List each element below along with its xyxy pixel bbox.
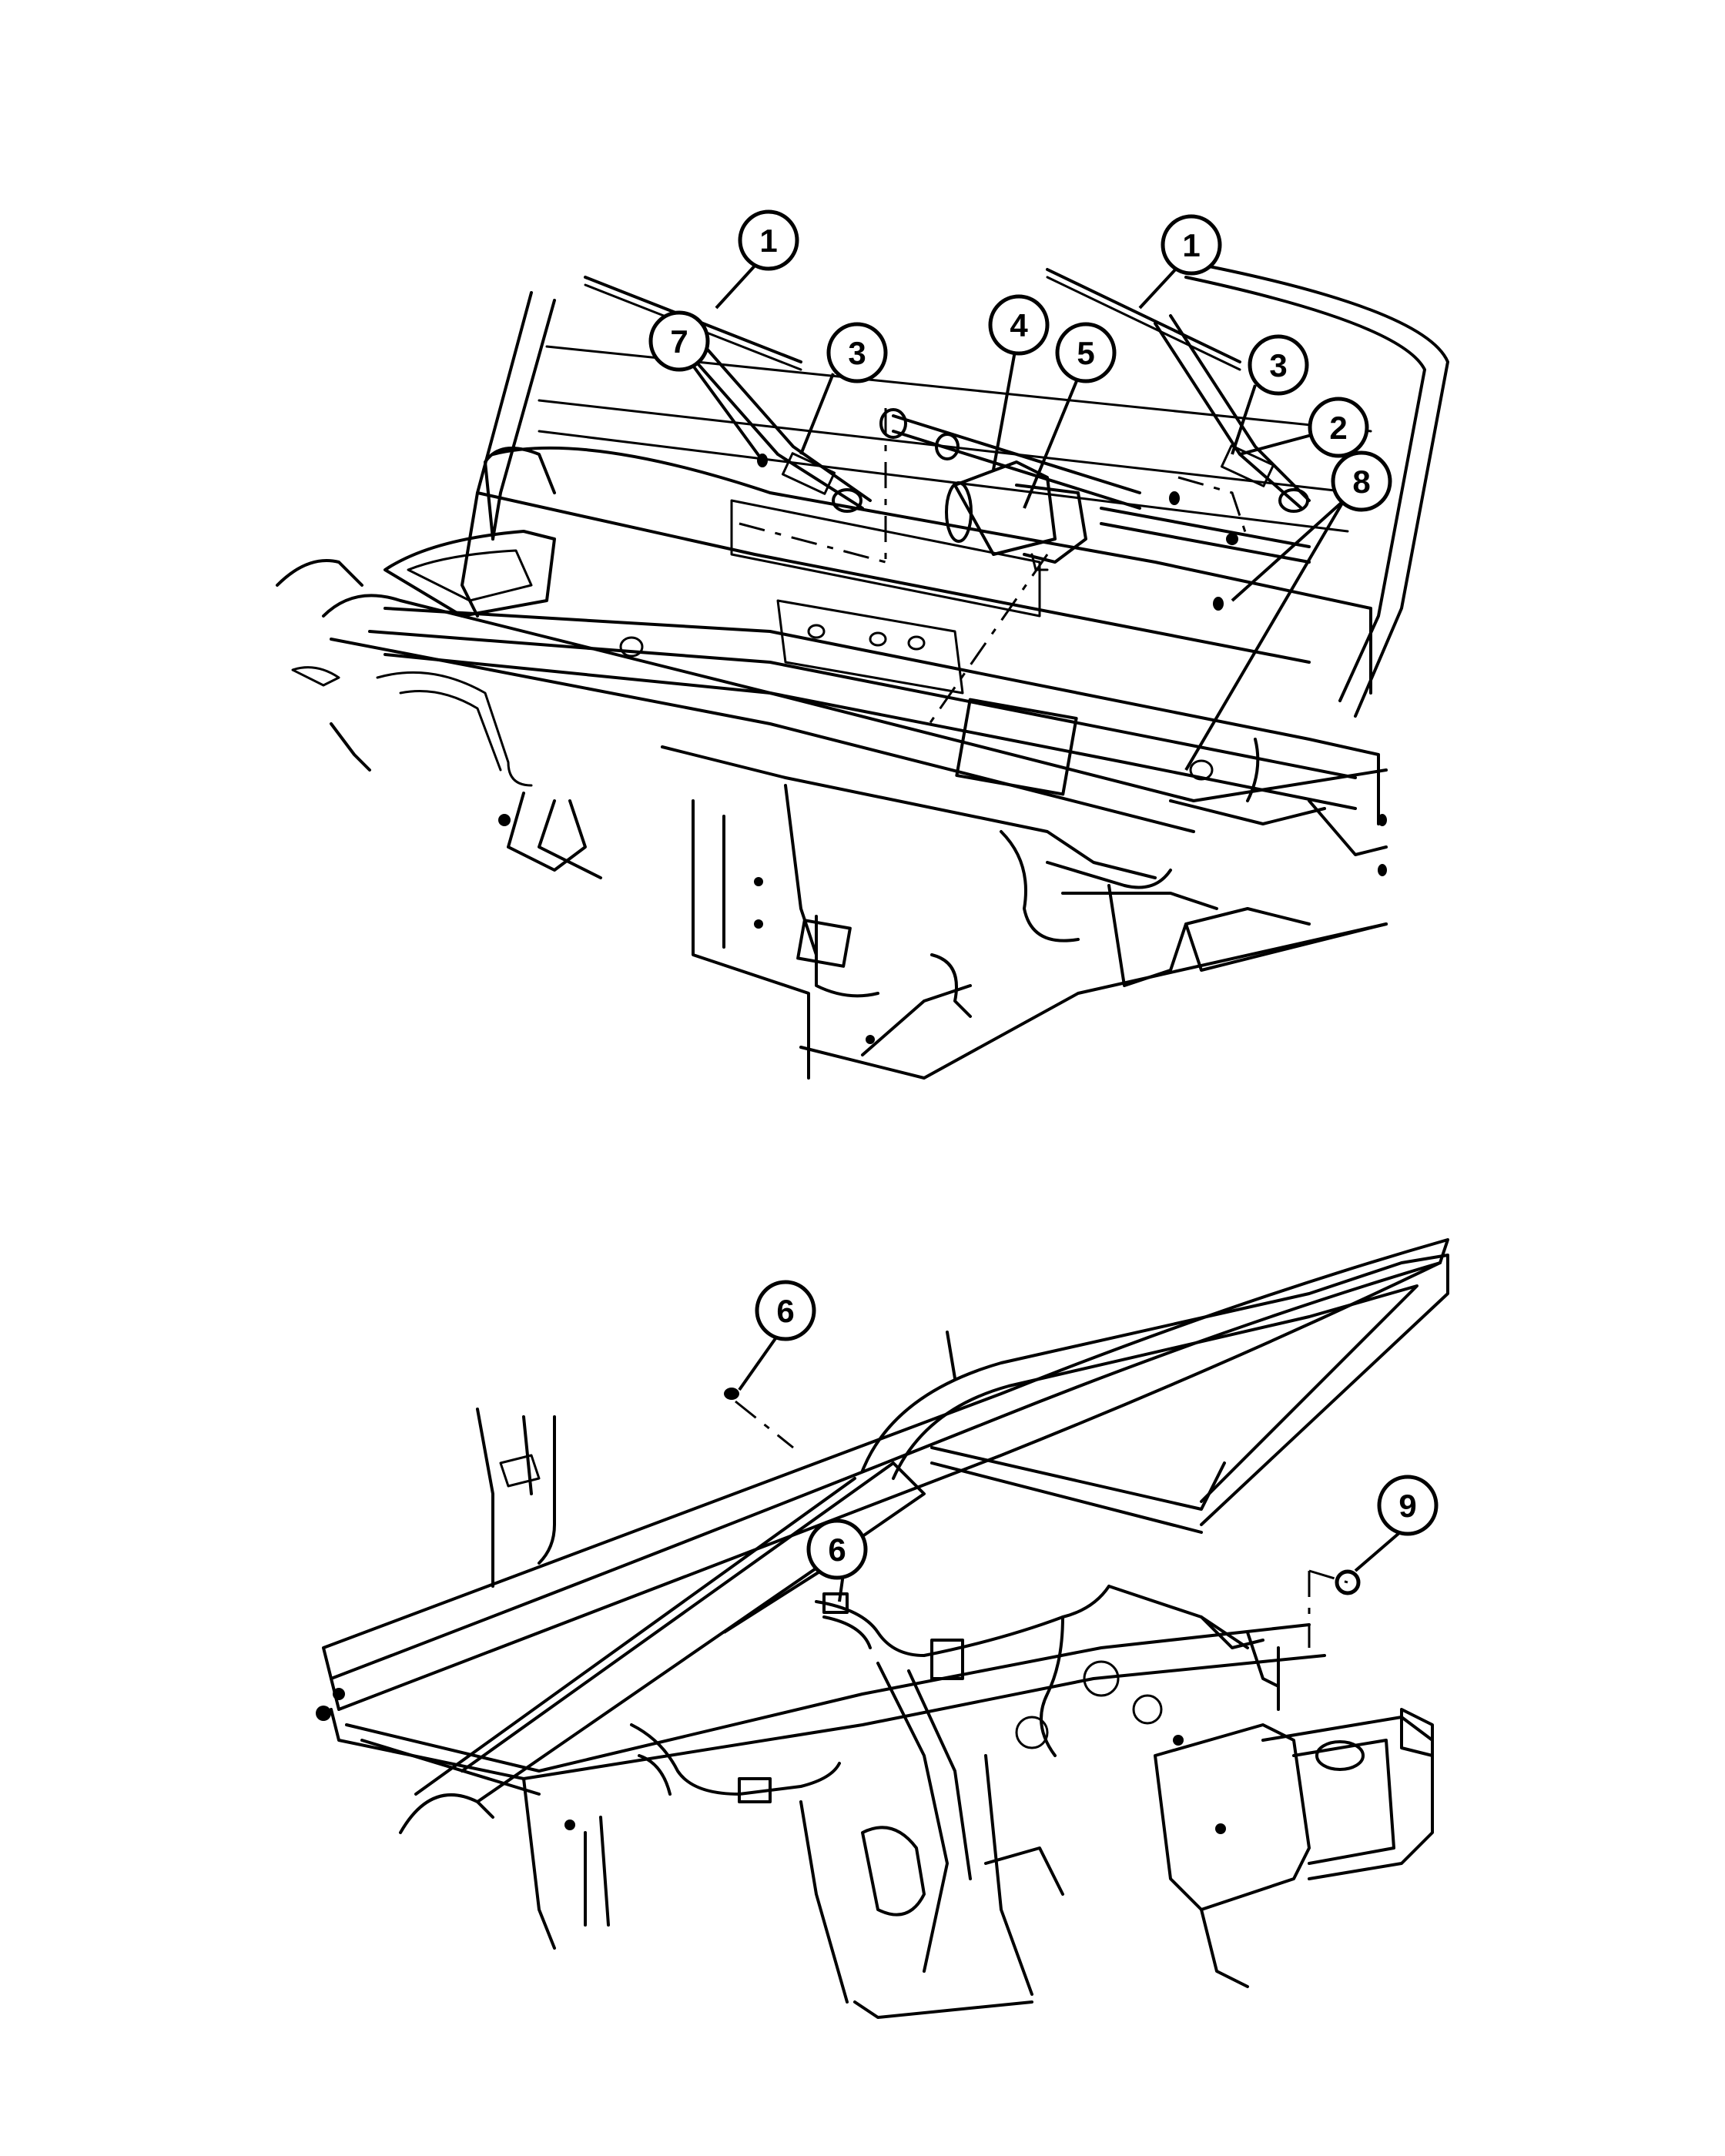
callout-6-top: 6: [738, 1280, 816, 1391]
wiper-cowl-illustration: [276, 260, 1449, 1080]
callout-1-right: 1: [1138, 214, 1222, 310]
callout-5: 5: [1023, 322, 1117, 509]
callout-label: 3: [1269, 347, 1287, 383]
callout-label: 1: [759, 223, 777, 259]
callouts-bottom: 6 6 9: [722, 1280, 1439, 1634]
callout-label: 8: [1352, 464, 1370, 500]
callout-8: 8: [1184, 450, 1392, 772]
callout-7: 7: [648, 310, 764, 462]
callout-6-lower: 6: [722, 1518, 868, 1634]
callout-3-right: 3: [1231, 334, 1309, 455]
callout-4: 4: [988, 294, 1050, 470]
callout-label: 6: [828, 1532, 846, 1568]
callout-9: 9: [1354, 1475, 1439, 1572]
callout-label: 2: [1329, 410, 1347, 446]
callout-label: 3: [848, 335, 866, 371]
callouts-top: 1 1 7 3 4 5 3: [648, 209, 1392, 772]
callout-label: 7: [670, 323, 688, 360]
callout-2: 2: [1239, 397, 1369, 458]
callout-label: 9: [1398, 1488, 1416, 1524]
hood-washer-illustration: [316, 1238, 1449, 2019]
callout-label: 1: [1182, 227, 1200, 263]
callout-3-left: 3: [799, 322, 888, 455]
callout-1-left: 1: [715, 209, 799, 310]
callout-label: 5: [1077, 335, 1094, 371]
callout-label: 4: [1010, 307, 1028, 343]
callout-label: 6: [776, 1293, 794, 1329]
